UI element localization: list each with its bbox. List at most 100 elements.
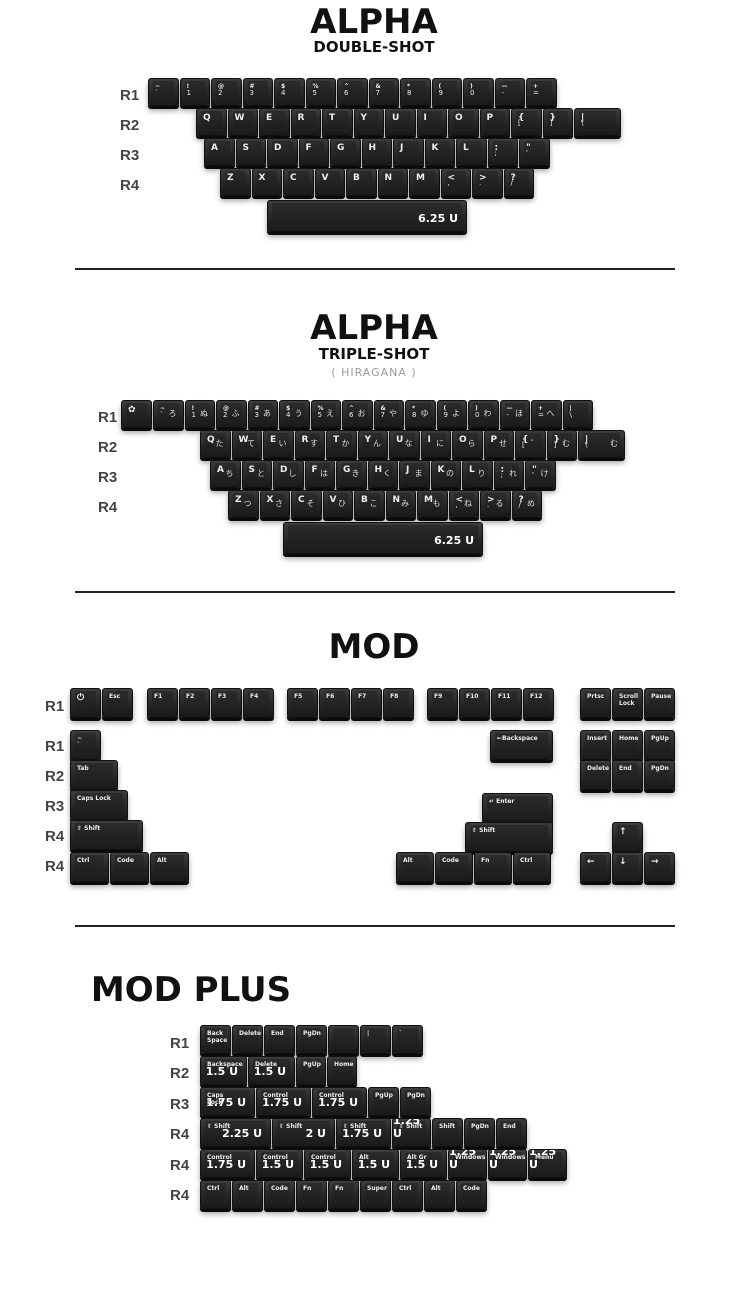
function-keycap: F4 — [243, 688, 274, 718]
keycap-legend: U — [396, 435, 404, 445]
keycap-legend: ⏻ — [77, 693, 85, 703]
keycap-legend: Alt Gr — [407, 1154, 427, 1161]
keycap-legend: W — [238, 435, 249, 445]
keycap-legend: H — [374, 465, 383, 475]
keycap-legend: PgUp — [375, 1092, 393, 1099]
keycap-top — [453, 493, 474, 511]
keycap: >. — [472, 168, 503, 196]
keycap: |\ — [574, 108, 621, 136]
keycap-legend: ~ — [160, 405, 166, 412]
keycap-legend: R — [297, 113, 305, 123]
keycap: Z — [220, 168, 251, 196]
keycap-kana-legend: ゆ — [420, 409, 429, 418]
keycap: J — [393, 138, 424, 166]
keycap-top — [331, 433, 352, 451]
keycap-top — [504, 403, 525, 421]
keycap-legend: G — [337, 143, 345, 153]
keycap-sub-legend: 5 — [312, 89, 317, 97]
keycap-top — [499, 81, 520, 99]
keycap-sub-legend: 0 — [475, 411, 480, 419]
row-label: R3 — [120, 147, 140, 164]
keycap-top — [215, 463, 236, 481]
row-label: R4 — [45, 858, 65, 875]
keycap-sub-legend: , — [455, 501, 458, 509]
keycap-unit-label: 1.5 U — [205, 1065, 238, 1078]
keycap-top — [501, 1121, 522, 1140]
keycap-legend: M — [424, 495, 433, 505]
keycap-top — [315, 403, 336, 421]
keycap-legend: B — [353, 173, 360, 183]
keycap-legend: F — [305, 143, 312, 153]
modifier-keycap: Alt — [150, 852, 189, 882]
keycap-top — [342, 81, 363, 99]
keycap-legend: Alt — [403, 857, 413, 864]
keycap-legend: P — [490, 435, 498, 445]
keycap-top — [405, 1152, 442, 1171]
keycap-top — [209, 141, 230, 159]
keycap-top — [551, 433, 572, 451]
keycap-kana-legend: さ — [275, 499, 283, 508]
keycap: F — [298, 138, 329, 166]
keycap-kana-legend: ゛ — [530, 439, 539, 448]
keycap-legend: S — [242, 143, 249, 153]
arrow-down-keycap: ↓ — [612, 852, 643, 882]
keycap-sub-legend: / — [518, 501, 521, 509]
keycap-top — [366, 141, 387, 159]
keycap-legend: : — [494, 143, 499, 153]
keycap-top — [421, 111, 442, 129]
keycap: #3 — [242, 78, 273, 106]
keycap-top — [75, 855, 104, 875]
keycap-legend: J — [406, 465, 410, 475]
keycap-top — [488, 433, 509, 451]
keycap-legend: E — [266, 113, 273, 123]
mod-plus-title: MOD PLUS — [90, 970, 292, 1010]
keycap-top — [296, 493, 317, 511]
keycap: End — [264, 1025, 295, 1054]
keycap-sub-legend: [ — [518, 119, 521, 127]
keycap-legend: — — [506, 405, 513, 412]
keycap-top — [467, 463, 488, 481]
keycap-legend: Caps Lock — [77, 795, 111, 802]
keycap-legend: # — [249, 83, 255, 90]
keycap-legend: L — [463, 143, 469, 153]
keycap-top — [390, 111, 411, 129]
keycap-sub-legend: [ — [522, 441, 525, 449]
keycap-legend: @ — [218, 83, 224, 90]
keycap-top — [404, 463, 425, 481]
keycap-legend: G — [343, 465, 351, 475]
function-keycap: F1 — [147, 688, 178, 718]
keycap-unit-label: 1.75 U — [342, 1127, 382, 1140]
keycap-top — [516, 493, 537, 511]
keycap: Super — [360, 1180, 391, 1209]
keycap-legend: | — [367, 1030, 370, 1037]
keycap-legend: > — [479, 173, 487, 183]
keycap: W — [227, 108, 258, 136]
keycap-top — [530, 463, 551, 481]
keycap: Code — [456, 1180, 487, 1209]
keycap-top — [333, 1028, 354, 1047]
keycap-top — [288, 171, 309, 189]
keycap-top — [533, 1152, 562, 1171]
keycap-legend: : — [500, 465, 505, 475]
keycap-top — [341, 463, 362, 481]
keycap-kana-legend: ね — [464, 499, 472, 508]
power-keycap: ⏻ — [70, 688, 101, 718]
left-shift-keycap: ⇧ Shift — [70, 820, 143, 850]
modifier-keycap: Code — [435, 852, 473, 882]
keycap-legend: ✿ — [128, 405, 136, 415]
keycap-legend: PgDn — [407, 1092, 425, 1099]
keycap-top — [617, 825, 638, 845]
keycap-sub-legend: - — [506, 411, 510, 419]
keycap-top — [332, 1059, 352, 1078]
keycap: Back Space — [200, 1025, 231, 1054]
keycap-legend: O — [459, 435, 467, 445]
